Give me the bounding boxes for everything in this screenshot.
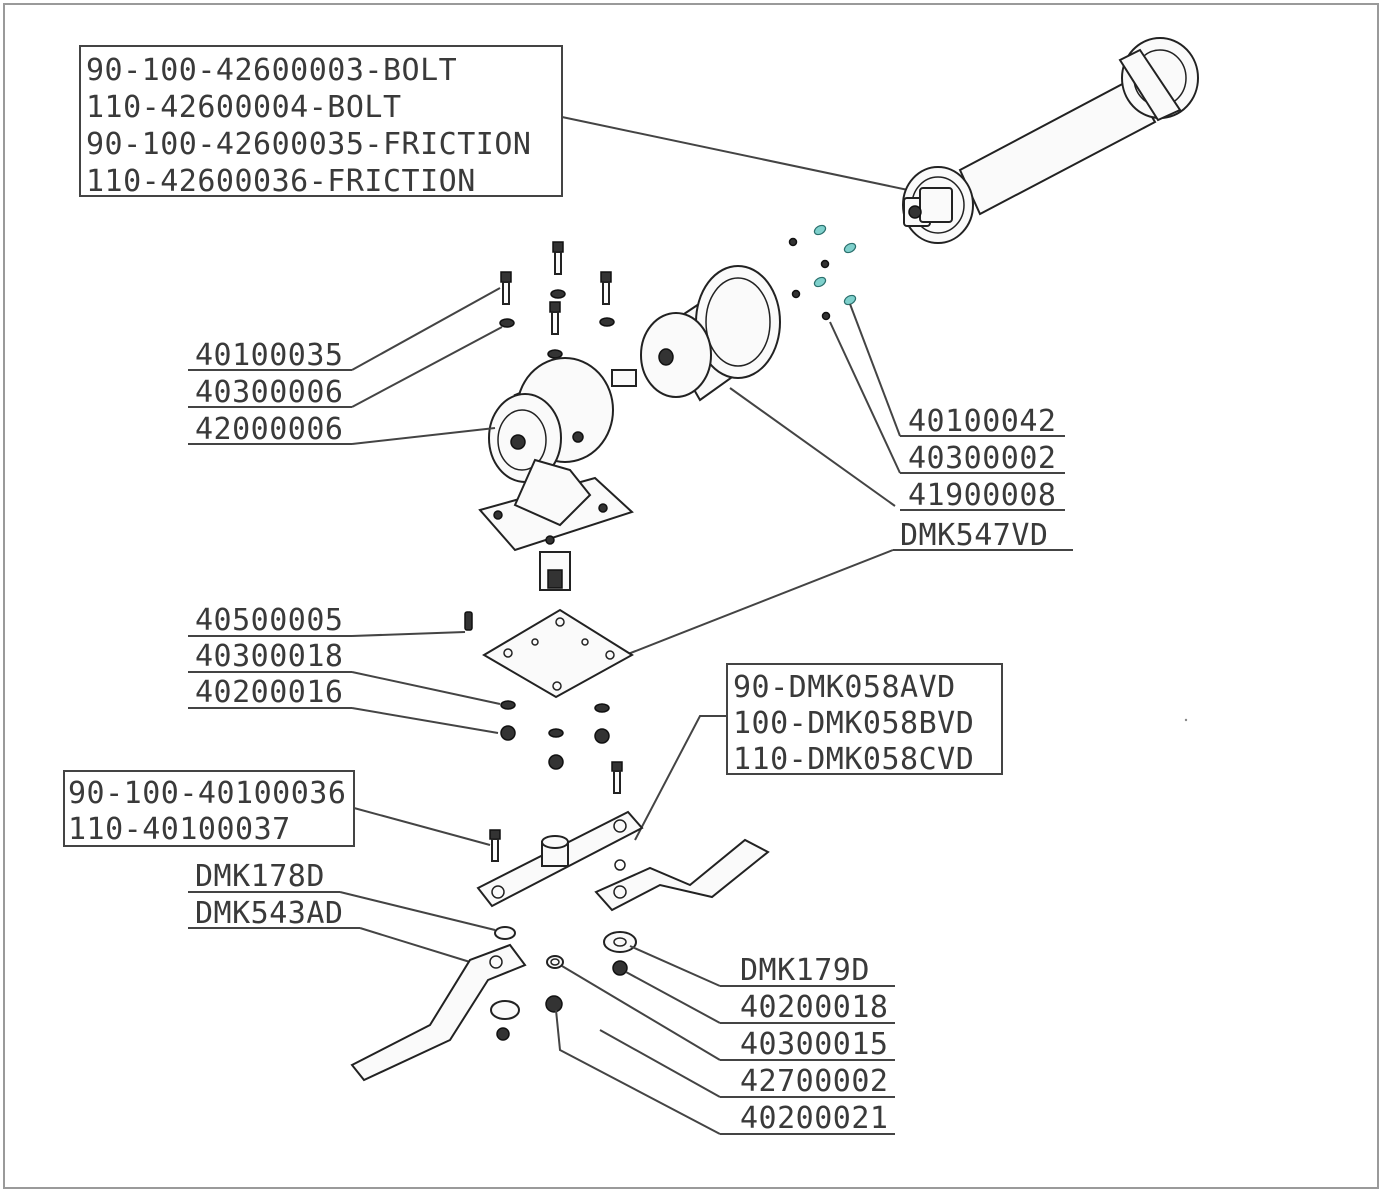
labels-left-top: 40100035 40300006 42000006	[188, 287, 503, 447]
leader-bolt	[353, 807, 491, 846]
label-DMK543AD: DMK543AD	[195, 896, 344, 931]
blade-holder-label-box: 90-DMK058AVD 100-DMK058BVD 110-DMK058CVD	[726, 663, 1003, 777]
label-42700002: 42700002	[740, 1064, 889, 1099]
gearbox-part	[478, 357, 637, 591]
clutch-part	[640, 265, 781, 402]
label-40100042: 40100042	[908, 404, 1057, 439]
drawing-frame	[3, 3, 1379, 1189]
pto-shaft-part	[902, 37, 1199, 244]
center-hardware	[545, 931, 637, 1013]
shaft-label-line-3: 90-100-42600035-FRICTION	[86, 127, 531, 162]
label-DMK178D: DMK178D	[195, 859, 325, 894]
label-40200021: 40200021	[740, 1101, 889, 1136]
labels-right-bottom: DMK179D 40200018 40300015 42700002 40200…	[555, 945, 895, 1136]
bolt-label-box: 90-100-40100036 110-40100037	[63, 770, 355, 847]
mounting-plate-part	[464, 608, 634, 699]
label-40300018: 40300018	[195, 639, 344, 674]
label-40500005: 40500005	[195, 603, 344, 638]
speck	[1184, 718, 1188, 722]
blade-holder-line-1: 90-DMK058AVD	[733, 670, 956, 705]
label-40100035: 40100035	[195, 338, 344, 373]
bolt-label-line-1: 90-100-40100036	[68, 776, 346, 811]
left-blade-part	[350, 926, 527, 1082]
bolt-label-line-2: 110-40100037	[68, 812, 291, 847]
leader-blade-holder	[634, 715, 727, 841]
label-40300015: 40300015	[740, 1027, 889, 1062]
label-DMK547VD: DMK547VD	[900, 518, 1049, 553]
label-40200018: 40200018	[740, 990, 889, 1025]
shaft-label-box: 90-100-42600003-BOLT 110-42600004-BOLT 9…	[79, 45, 563, 199]
label-42000006: 42000006	[195, 412, 344, 447]
plate-nuts	[500, 700, 610, 770]
leader-shaft	[561, 116, 909, 191]
label-40300006: 40300006	[195, 375, 344, 410]
blade-holder-line-3: 110-DMK058CVD	[733, 742, 974, 777]
label-41900008: 41900008	[908, 478, 1057, 513]
leader-clutch	[729, 387, 896, 507]
top-bolts	[499, 241, 615, 359]
label-DMK179D: DMK179D	[740, 953, 870, 988]
labels-left-bottom: DMK178D DMK543AD	[188, 859, 496, 963]
shaft-label-line-4: 110-42600036-FRICTION	[86, 164, 476, 199]
labels-left-mid: 40500005 40300018 40200016	[188, 603, 501, 734]
right-blade-part	[594, 838, 770, 912]
label-40300002: 40300002	[908, 441, 1057, 476]
blade-holder-line-2: 100-DMK058BVD	[733, 706, 974, 741]
blade-holder-part	[476, 761, 644, 908]
label-40200016: 40200016	[195, 675, 344, 710]
shaft-bolts	[788, 224, 857, 321]
shaft-label-line-1: 90-100-42600003-BOLT	[86, 53, 457, 88]
shaft-label-line-2: 110-42600004-BOLT	[86, 90, 402, 125]
labels-right-top: 40100042 40300002 41900008 DMK547VD	[599, 303, 1073, 666]
